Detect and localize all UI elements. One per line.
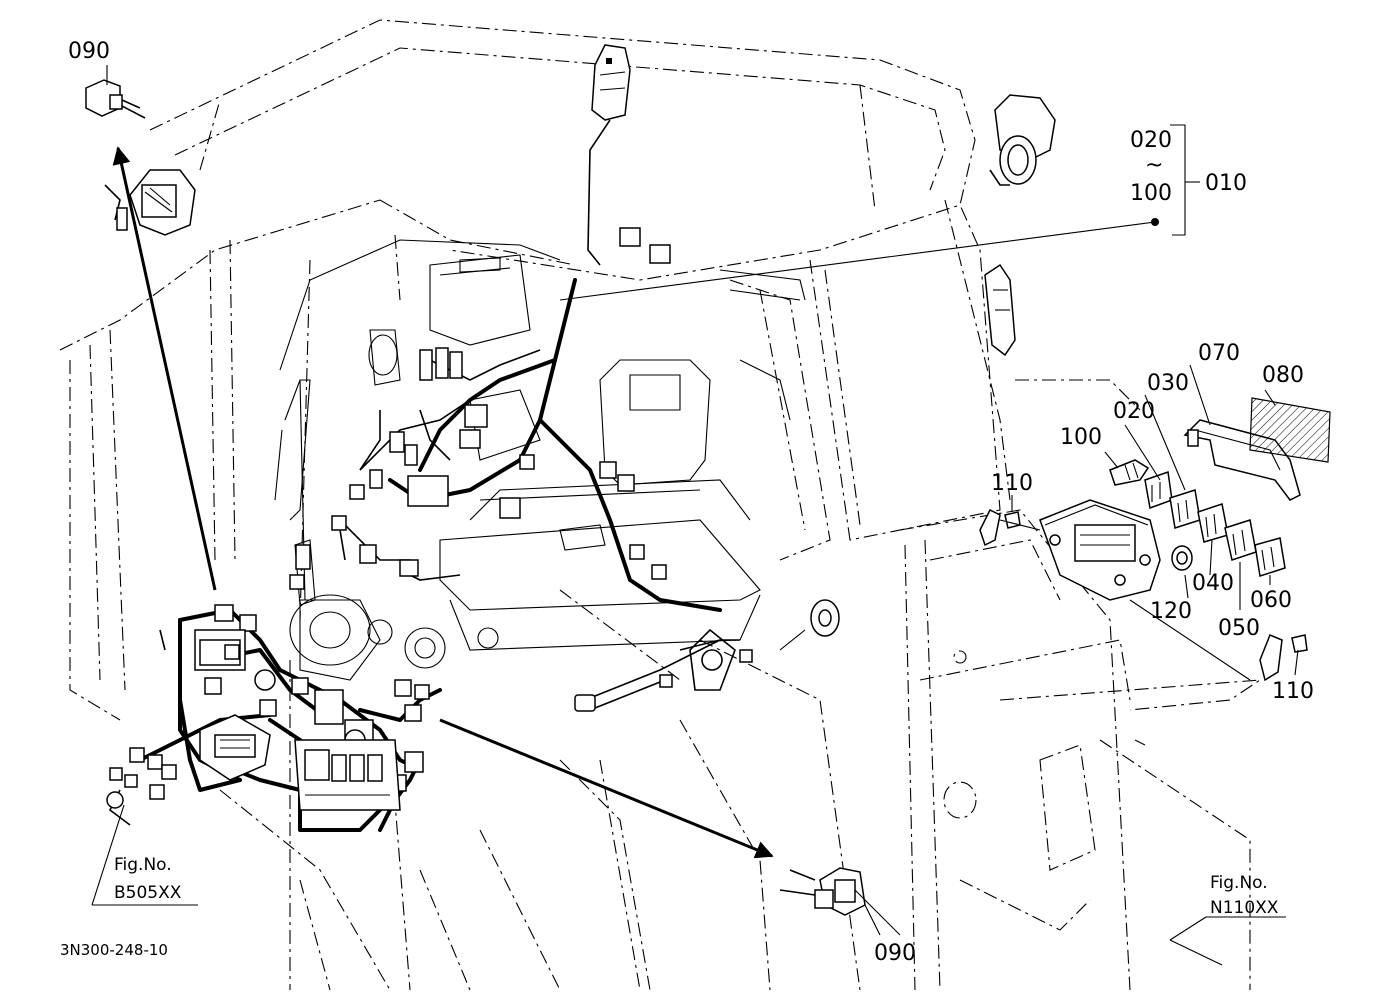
wiring-harness-thin: [108, 349, 740, 826]
relay-040-icon: [1197, 503, 1229, 543]
part-labels: 090 020 ~ 100 010 070 080 030 020 100 11…: [60, 39, 1314, 966]
fuse-100-icon: [1109, 459, 1150, 486]
harness-connectors: [106, 227, 753, 809]
label-050: 050: [1218, 616, 1260, 641]
label-range-tilde: ~: [1145, 153, 1163, 178]
fig-ref-left-code: B505XX: [114, 883, 182, 903]
label-110-right: 110: [1272, 679, 1314, 704]
label-100-range-end: 100: [1130, 181, 1172, 206]
label-080: 080: [1262, 363, 1304, 388]
switch-knob-icon: [779, 599, 840, 651]
fuse-box-assembly: [1039, 499, 1161, 601]
drawing-code: 3N300-248-10: [60, 941, 168, 959]
roof-lamp-icon: [587, 44, 631, 266]
label-040: 040: [1192, 571, 1234, 596]
cab-outline: [59, 19, 1141, 991]
fig-ref-right-code: N110XX: [1210, 898, 1279, 918]
relay-030-icon: [1169, 489, 1201, 529]
console-body: [279, 239, 806, 651]
label-020-range-start: 020: [1130, 128, 1172, 153]
work-light-right-icon: [989, 94, 1056, 186]
work-light-left-icon: [104, 169, 196, 236]
relay-box-icon: [199, 714, 401, 811]
connector-090-bottom-icon: [779, 867, 866, 916]
fig-ref-left-label: Fig.No.: [114, 855, 172, 875]
leader-lines: [91, 65, 1299, 966]
label-020: 020: [1113, 399, 1155, 424]
label-060: 060: [1250, 588, 1292, 613]
grommet-120-icon: [1171, 545, 1193, 571]
connector-090-top-icon: [85, 79, 146, 119]
fig-ref-right-label: Fig.No.: [1210, 873, 1268, 893]
relay-060-icon: [1254, 537, 1286, 577]
label-090-bottom: 090: [874, 941, 916, 966]
label-100: 100: [1060, 425, 1102, 450]
label-080-icon: [1249, 397, 1331, 463]
label-070: 070: [1198, 341, 1240, 366]
label-030: 030: [1147, 371, 1189, 396]
label-010-assembly: 010: [1205, 171, 1247, 196]
hand-lever-icon: [574, 628, 736, 712]
label-120: 120: [1150, 599, 1192, 624]
callout-arrows: [112, 146, 774, 859]
relay-050-icon: [1224, 519, 1257, 561]
bracket-110-right-icon: [1259, 634, 1308, 682]
side-lamp-icon: [984, 263, 1016, 357]
label-110-left: 110: [991, 471, 1033, 496]
label-090-top: 090: [68, 39, 110, 64]
